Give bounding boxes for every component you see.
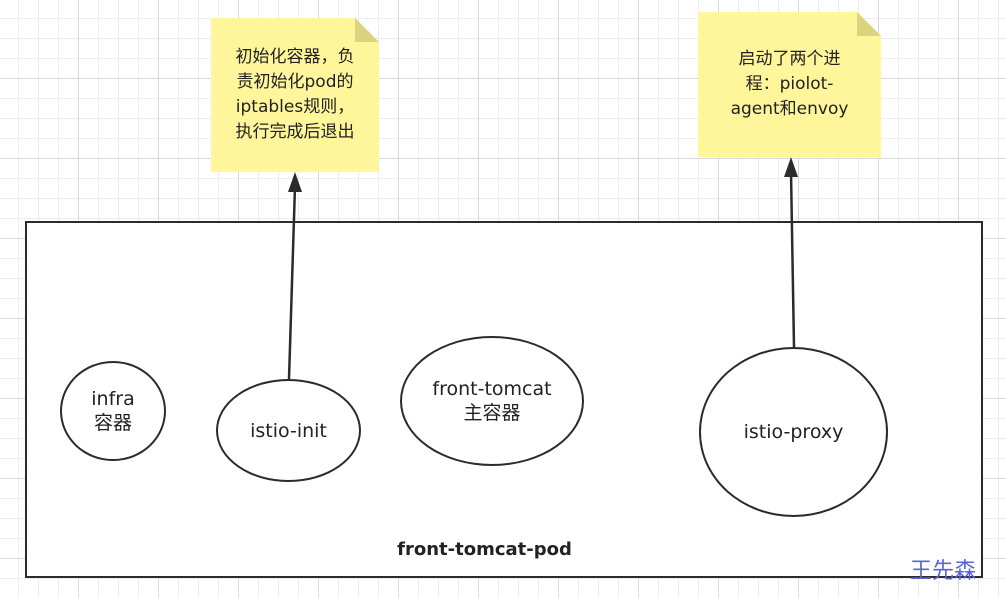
infra-container-label: infra 容器 xyxy=(91,388,135,434)
istio-proxy-note-text: 启动了两个进 程：piolot- agent和envoy xyxy=(730,49,849,119)
infra-container[interactable]: infra 容器 xyxy=(60,361,166,461)
author-watermark: 王先森 xyxy=(910,559,977,584)
front-tomcat-container[interactable]: front-tomcat 主容器 xyxy=(400,336,584,466)
istio-proxy-arrow xyxy=(784,157,798,348)
istio-init-arrow xyxy=(287,172,302,380)
istio-init-container[interactable]: istio-init xyxy=(216,379,361,482)
front-tomcat-container-label: front-tomcat 主容器 xyxy=(432,378,552,424)
istio-init-container-label: istio-init xyxy=(250,419,327,442)
istio-init-note-text: 初始化容器，负 责初始化pod的 iptables规则， 执行完成后退出 xyxy=(235,47,355,142)
istio-proxy-container-label: istio-proxy xyxy=(743,421,844,443)
istio-init-note[interactable]: 初始化容器，负 责初始化pod的 iptables规则， 执行完成后退出 xyxy=(211,18,379,172)
istio-proxy-note[interactable]: 启动了两个进 程：piolot- agent和envoy xyxy=(698,12,881,157)
istio-proxy-container[interactable]: istio-proxy xyxy=(699,347,888,517)
pod-label: front-tomcat-pod xyxy=(397,539,572,560)
